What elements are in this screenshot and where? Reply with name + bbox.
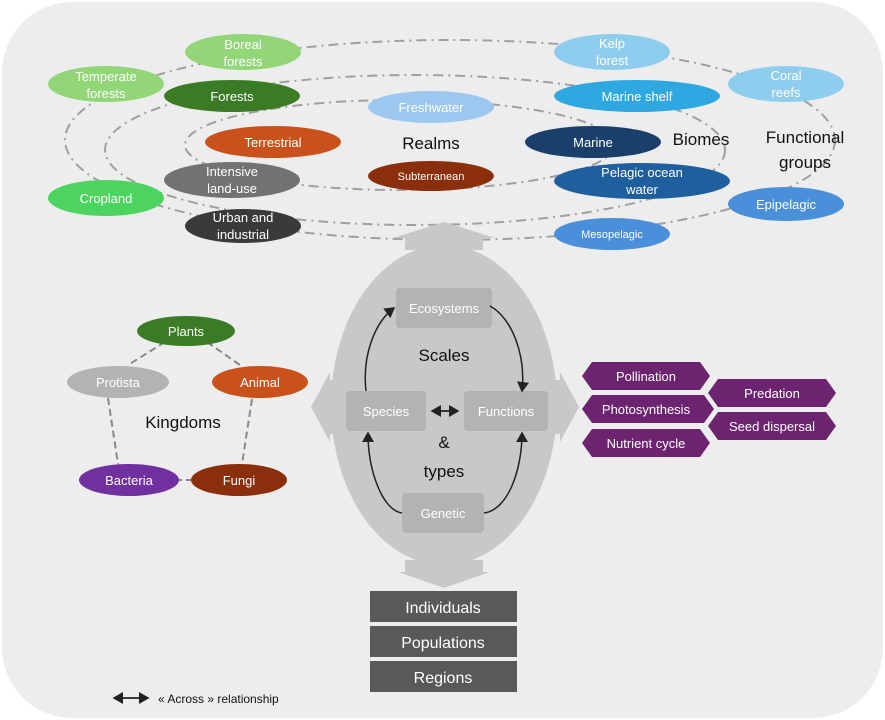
- kingdoms-heading: Kingdoms: [145, 413, 221, 432]
- svg-text:forest: forest: [596, 53, 629, 68]
- svg-text:Regions: Regions: [414, 670, 473, 687]
- svg-text:Seed dispersal: Seed dispersal: [729, 419, 815, 434]
- coral-reefs-node: Coral reefs: [728, 66, 844, 102]
- populations-box: Populations: [370, 626, 517, 657]
- mesopelagic-node: Mesopelagic: [554, 218, 670, 250]
- svg-text:Pelagic ocean: Pelagic ocean: [601, 165, 683, 180]
- svg-text:Functions: Functions: [478, 404, 535, 419]
- temperate-forests-node: Temperate forests: [48, 66, 164, 102]
- biomes-heading: Biomes: [673, 130, 730, 149]
- svg-text:Epipelagic: Epipelagic: [756, 197, 816, 212]
- individuals-box: Individuals: [370, 591, 517, 622]
- kelp-forest-node: Kelp forest: [554, 34, 670, 70]
- terrestrial-node: Terrestrial: [205, 126, 341, 158]
- functional-groups-heading-line1: Functional: [766, 128, 844, 147]
- biome-ring: [104, 74, 726, 226]
- fungi-node: Fungi: [191, 464, 287, 496]
- svg-text:water: water: [625, 182, 658, 197]
- legend-across-label: « Across » relationship: [158, 692, 279, 706]
- svg-text:Mesopelagic: Mesopelagic: [581, 229, 643, 241]
- svg-text:Ecosystems: Ecosystems: [409, 301, 480, 316]
- svg-text:Photosynthesis: Photosynthesis: [602, 402, 691, 417]
- svg-text:Animal: Animal: [240, 375, 280, 390]
- svg-text:Species: Species: [363, 404, 410, 419]
- svg-text:Forests: Forests: [210, 89, 254, 104]
- svg-text:Intensive: Intensive: [206, 164, 258, 179]
- protista-node: Protista: [67, 366, 169, 398]
- svg-text:Nutrient cycle: Nutrient cycle: [607, 436, 686, 451]
- svg-text:Predation: Predation: [744, 386, 800, 401]
- svg-text:Coral: Coral: [770, 68, 801, 83]
- forests-node: Forests: [164, 80, 300, 112]
- svg-text:Kelp: Kelp: [599, 36, 625, 51]
- functional-group-ring: [64, 39, 836, 241]
- svg-text:Urban and: Urban and: [213, 210, 274, 225]
- svg-text:Cropland: Cropland: [80, 191, 133, 206]
- genetic-box: Genetic: [402, 493, 484, 533]
- animal-node: Animal: [212, 366, 308, 398]
- scale-curved-arrows: [362, 305, 529, 514]
- svg-text:Genetic: Genetic: [421, 506, 466, 521]
- svg-text:Terrestrial: Terrestrial: [244, 135, 301, 150]
- epipelagic-node: Epipelagic: [728, 187, 844, 221]
- central-scales-shape: [311, 222, 579, 588]
- pollination-hex: Pollination: [582, 362, 710, 390]
- freshwater-node: Freshwater: [368, 91, 494, 123]
- boreal-forests-node: Boreal forests: [185, 34, 301, 70]
- plants-node: Plants: [137, 316, 235, 346]
- svg-text:forests: forests: [86, 86, 126, 101]
- svg-text:Marine: Marine: [573, 135, 613, 150]
- svg-text:Freshwater: Freshwater: [398, 100, 464, 115]
- marine-node: Marine: [525, 126, 661, 158]
- photosynthesis-hex: Photosynthesis: [582, 395, 714, 423]
- scales-heading: Scales: [418, 346, 469, 365]
- svg-text:Protista: Protista: [96, 375, 141, 390]
- functional-groups-heading-line2: groups: [779, 153, 831, 172]
- marine-shelf-node: Marine shelf: [554, 80, 720, 112]
- svg-text:Temperate: Temperate: [75, 69, 136, 84]
- and-heading: &: [438, 433, 450, 452]
- realms-heading: Realms: [402, 134, 460, 153]
- seed-dispersal-hex: Seed dispersal: [708, 412, 836, 440]
- nutrient-cycle-hex: Nutrient cycle: [582, 429, 710, 457]
- bacteria-node: Bacteria: [79, 464, 179, 496]
- pelagic-ocean-water-node: Pelagic ocean water: [554, 163, 730, 199]
- svg-text:industrial: industrial: [217, 227, 269, 242]
- urban-industrial-node: Urban and industrial: [185, 209, 301, 243]
- svg-text:Subterranean: Subterranean: [398, 171, 465, 183]
- subterranean-node: Subterranean: [368, 161, 494, 191]
- species-box: Species: [346, 391, 426, 431]
- svg-text:Bacteria: Bacteria: [105, 473, 153, 488]
- svg-text:Plants: Plants: [168, 324, 205, 339]
- svg-text:Pollination: Pollination: [616, 369, 676, 384]
- svg-text:land-use: land-use: [207, 181, 257, 196]
- svg-text:forests: forests: [223, 54, 263, 69]
- regions-box: Regions: [370, 661, 517, 692]
- intensive-land-use-node: Intensive land-use: [164, 162, 300, 198]
- svg-text:Populations: Populations: [401, 635, 485, 652]
- ecosystems-box: Ecosystems: [396, 288, 492, 328]
- svg-text:Individuals: Individuals: [405, 600, 481, 617]
- svg-text:reefs: reefs: [772, 85, 801, 100]
- functions-box: Functions: [464, 391, 548, 431]
- svg-text:Marine shelf: Marine shelf: [602, 89, 673, 104]
- svg-text:Boreal: Boreal: [224, 37, 262, 52]
- predation-hex: Predation: [708, 379, 836, 407]
- cropland-node: Cropland: [48, 180, 164, 216]
- svg-text:Fungi: Fungi: [223, 473, 256, 488]
- types-heading: types: [424, 462, 465, 481]
